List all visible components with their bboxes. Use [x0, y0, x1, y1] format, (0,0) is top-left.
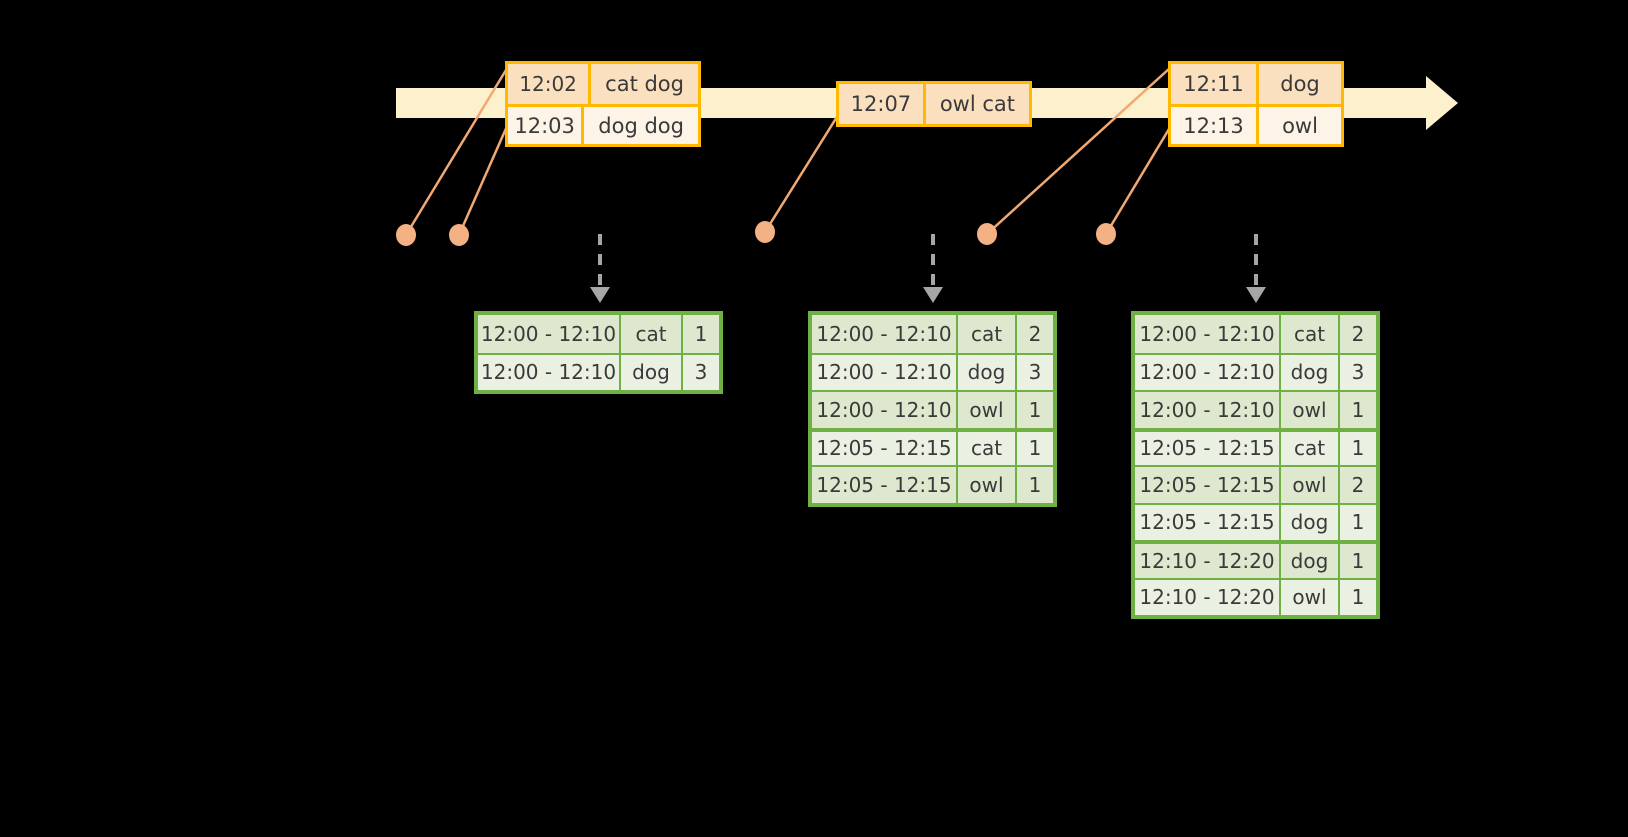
timeline-arrowhead-icon [1426, 76, 1458, 130]
cell-count: 1 [1340, 579, 1376, 615]
cell-word: dog [1281, 504, 1340, 540]
event-time: 12:11 [1171, 64, 1259, 104]
cell-window: 12:00 - 12:10 [478, 315, 621, 353]
connector-dot-2 [449, 224, 469, 246]
down-arrow-3-head-icon [1246, 287, 1266, 303]
cell-word: owl [958, 467, 1017, 503]
event-row: 12:07 owl cat [839, 84, 1029, 124]
cell-word: cat [958, 431, 1017, 465]
cell-window: 12:00 - 12:10 [812, 392, 958, 428]
cell-word: cat [621, 315, 683, 353]
cell-word: owl [1281, 392, 1340, 428]
cell-count: 1 [1017, 392, 1053, 428]
cell-count: 3 [1340, 354, 1376, 390]
cell-count: 1 [1340, 504, 1376, 540]
cell-word: dog [621, 354, 683, 390]
cell-count: 1 [1017, 431, 1053, 465]
cell-window: 12:00 - 12:10 [1135, 315, 1281, 353]
cell-word: owl [1281, 467, 1340, 503]
cell-window: 12:05 - 12:15 [1135, 431, 1281, 465]
connector-line-3 [763, 111, 842, 233]
cell-word: owl [958, 392, 1017, 428]
cell-word: cat [1281, 431, 1340, 465]
event-words: cat dog [591, 64, 698, 104]
cell-count: 3 [1017, 354, 1053, 390]
event-words: owl [1259, 107, 1341, 144]
cell-count: 2 [1340, 467, 1376, 503]
cell-count: 1 [683, 315, 719, 353]
cell-window: 12:10 - 12:20 [1135, 579, 1281, 615]
connector-dot-5 [1096, 223, 1116, 245]
event-row: 12:11 dog [1171, 64, 1341, 104]
cell-window: 12:00 - 12:10 [1135, 354, 1281, 390]
connector-dots [396, 221, 1116, 246]
cell-count: 1 [1340, 431, 1376, 465]
event-time: 12:13 [1171, 107, 1259, 144]
connector-line-2 [457, 123, 510, 236]
cell-word: dog [958, 354, 1017, 390]
cell-window: 12:00 - 12:10 [1135, 392, 1281, 428]
cell-count: 2 [1017, 315, 1053, 353]
event-words: dog [1259, 64, 1341, 104]
cell-word: cat [1281, 315, 1340, 353]
down-arrow-1-head-icon [590, 287, 610, 303]
cell-window: 12:00 - 12:10 [812, 354, 958, 390]
event-row: 12:02 cat dog [508, 64, 698, 104]
connector-line-5 [1104, 123, 1174, 235]
cell-word: dog [1281, 354, 1340, 390]
connector-dot-4 [977, 223, 997, 245]
event-group-2[interactable]: 12:07 owl cat [836, 81, 1032, 127]
cell-window: 12:10 - 12:20 [1135, 544, 1281, 578]
down-arrow-2-head-icon [923, 287, 943, 303]
cell-count: 3 [683, 354, 719, 390]
event-time: 12:07 [839, 84, 926, 124]
event-row: 12:03 dog dog [508, 104, 698, 144]
event-group-3[interactable]: 12:11 dog 12:13 owl [1168, 61, 1344, 147]
cell-count: 1 [1340, 544, 1376, 578]
event-words: owl cat [925, 84, 1029, 124]
connector-dot-3 [755, 221, 775, 243]
event-group-1[interactable]: 12:02 cat dog 12:03 dog dog [505, 61, 701, 147]
cell-window: 12:05 - 12:15 [812, 431, 958, 465]
event-time: 12:03 [508, 107, 585, 144]
cell-window: 12:00 - 12:10 [812, 315, 958, 353]
event-time: 12:02 [508, 64, 592, 104]
cell-window: 12:00 - 12:10 [478, 354, 621, 390]
cell-count: 1 [1340, 392, 1376, 428]
event-words: dog dog [584, 107, 698, 144]
cell-window: 12:05 - 12:15 [812, 467, 958, 503]
cell-count: 2 [1340, 315, 1376, 353]
connector-dot-1 [396, 224, 416, 246]
cell-word: owl [1281, 579, 1340, 615]
cell-word: dog [1281, 544, 1340, 578]
down-arrow-group [590, 234, 1266, 303]
event-row: 12:13 owl [1171, 104, 1341, 144]
cell-word: cat [958, 315, 1017, 353]
cell-window: 12:05 - 12:15 [1135, 467, 1281, 503]
cell-count: 1 [1017, 467, 1053, 503]
cell-window: 12:05 - 12:15 [1135, 504, 1281, 540]
